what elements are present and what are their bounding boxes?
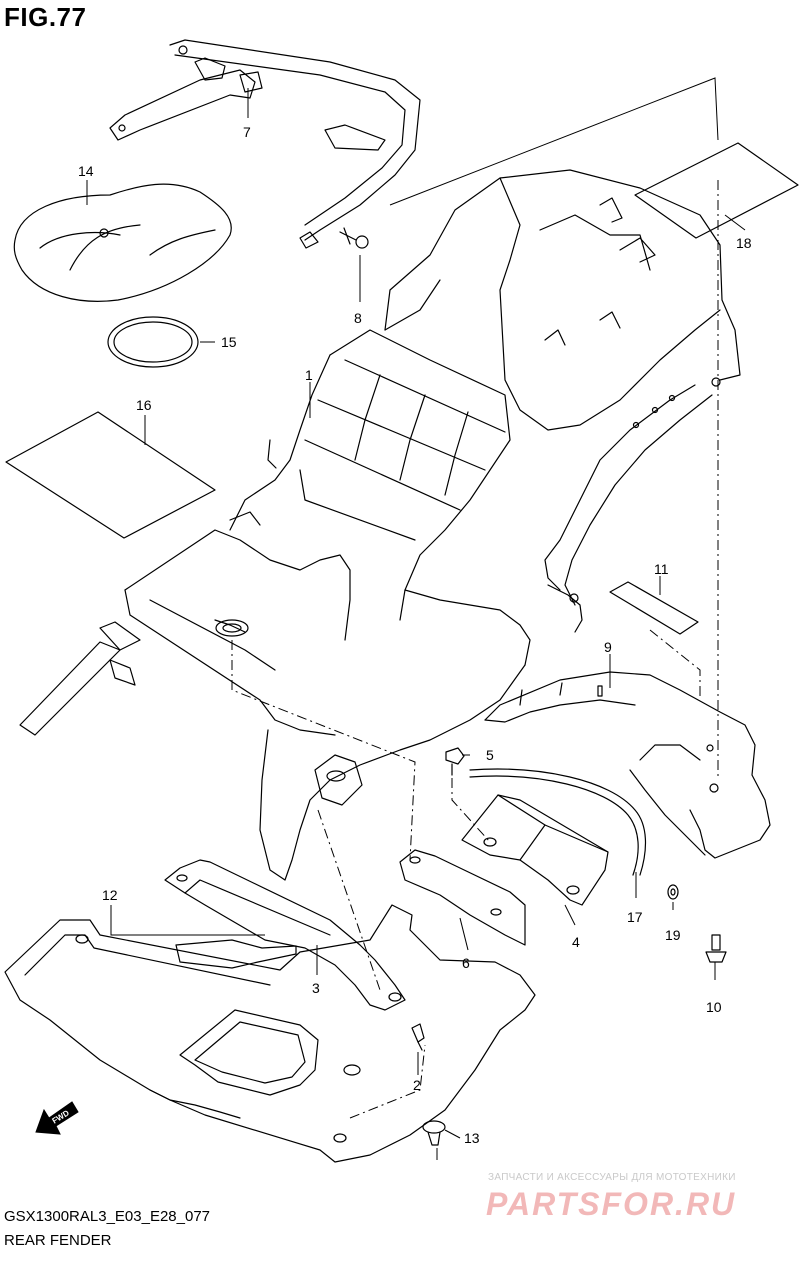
callout-leaders — [86, 88, 746, 1160]
watermark-logo: PARTSFOR.RU — [486, 1186, 737, 1222]
part-7-grab-rail — [109, 39, 421, 249]
fwd-arrow-icon: FWD — [35, 1101, 79, 1135]
callout-13: 13 — [464, 1130, 480, 1146]
reference-lines — [231, 180, 719, 1119]
figure-title: FIG.77 — [4, 2, 87, 32]
callout-12: 12 — [102, 887, 118, 903]
part-15-oring — [107, 316, 199, 368]
callout-11: 11 — [654, 561, 669, 577]
figure-name: REAR FENDER — [4, 1232, 112, 1249]
part-4-bracket — [461, 794, 609, 906]
callout-9: 9 — [604, 639, 612, 655]
part-12-undertray — [4, 904, 536, 1163]
part-10-bolt — [705, 934, 727, 963]
callout-18: 18 — [736, 235, 752, 251]
callout-labels: 1 2 3 4 5 6 7 8 9 10 11 12 13 14 15 16 1… — [78, 124, 752, 1146]
part-1-rear-fender — [19, 169, 741, 881]
callout-16: 16 — [136, 397, 152, 413]
callout-7: 7 — [243, 124, 251, 140]
part-18-sheet — [634, 142, 799, 239]
callout-4: 4 — [572, 934, 580, 950]
callout-5: 5 — [486, 747, 494, 763]
figure-code: GSX1300RAL3_E03_E28_077 — [4, 1208, 211, 1225]
callout-3: 3 — [312, 980, 320, 996]
part-16-sheet — [5, 411, 216, 539]
part-11-pad — [609, 581, 699, 635]
part-6-plate — [399, 849, 526, 946]
callout-2: 2 — [413, 1077, 421, 1093]
callout-19: 19 — [665, 927, 681, 943]
callout-6: 6 — [462, 955, 470, 971]
part-9-fender-extension — [484, 671, 771, 859]
part-8-bolt — [339, 227, 369, 249]
callout-8: 8 — [354, 310, 362, 326]
callout-10: 10 — [706, 999, 722, 1015]
callout-17: 17 — [627, 909, 643, 925]
part-17-strip — [469, 768, 647, 876]
part-14-seat-cushion — [13, 183, 232, 302]
callout-1: 1 — [305, 367, 313, 383]
part-2-bolt — [411, 1023, 425, 1051]
part-3-bracket — [164, 859, 406, 1011]
callout-15: 15 — [221, 334, 237, 350]
leader-long — [389, 77, 719, 206]
part-13-rivet — [422, 1120, 446, 1146]
callout-14: 14 — [78, 163, 94, 179]
part-5-fastener — [445, 747, 465, 776]
part-19-washer — [667, 884, 679, 900]
watermark-tagline: ЗАПЧАСТИ И АКСЕССУАРЫ ДЛЯ МОТОТЕХНИКИ — [488, 1172, 736, 1183]
